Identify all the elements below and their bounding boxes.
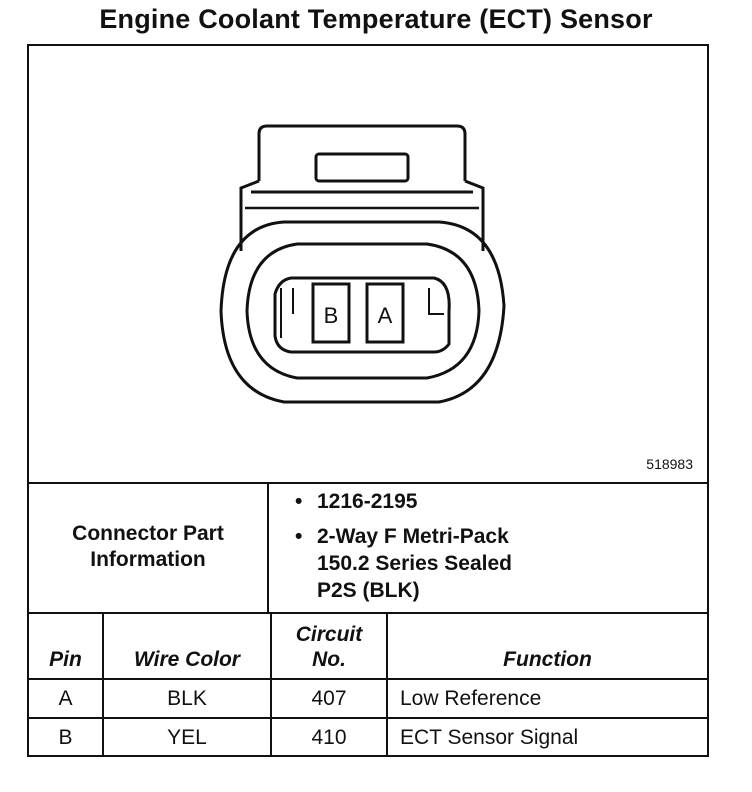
figure-id: 518983 bbox=[646, 456, 693, 472]
table-row: B YEL 410 ECT Sensor Signal bbox=[29, 718, 707, 757]
table-row: A BLK 407 Low Reference bbox=[29, 679, 707, 719]
function-cell: ECT Sensor Signal bbox=[400, 726, 579, 749]
connector-inner-seal bbox=[245, 242, 481, 380]
cavity-b-label: B bbox=[324, 303, 339, 328]
bullet-icon: • bbox=[295, 525, 303, 548]
connector-illustration: B A 518983 bbox=[29, 46, 707, 484]
bullet-icon: • bbox=[295, 490, 303, 513]
connector-part-label: Connector Part Information bbox=[29, 482, 269, 612]
function-cell: Low Reference bbox=[387, 679, 707, 719]
cavity-a bbox=[365, 282, 405, 344]
page-title: Engine Coolant Temperature (ECT) Sensor bbox=[99, 4, 653, 34]
pin-table: Pin Wire Color Circuit No. Function A BL… bbox=[29, 612, 707, 757]
connector-type-item: • 2-Way F Metri-Pack 150.2 Series Sealed… bbox=[287, 523, 687, 604]
circuit-cell: 407 bbox=[271, 679, 388, 719]
column-header-function: Function bbox=[387, 612, 707, 680]
connector-type-line: 150.2 Series Sealed bbox=[317, 552, 512, 575]
connector-type-line: P2S (BLK) bbox=[317, 579, 420, 602]
connector-shoulder bbox=[239, 179, 485, 251]
connector-drawing: B A bbox=[219, 124, 506, 404]
column-header-circuit-line: No. bbox=[312, 648, 346, 671]
connector-latch-housing bbox=[257, 124, 467, 181]
connector-part-label-line: Information bbox=[90, 548, 206, 571]
pin-table-header: Pin Wire Color Circuit No. Function bbox=[29, 612, 707, 680]
circuit-cell: 410 bbox=[271, 718, 388, 757]
connector-type-line: 2-Way F Metri-Pack bbox=[317, 525, 509, 548]
column-header-pin: Pin bbox=[29, 612, 104, 680]
column-header-circuit: Circuit No. bbox=[271, 612, 388, 680]
wire-color-cell: YEL bbox=[103, 718, 272, 757]
wire-color-cell: BLK bbox=[103, 679, 272, 719]
part-number-item: • 1216-2195 bbox=[287, 488, 687, 515]
cavity-a-label: A bbox=[378, 303, 393, 328]
connector-outer-body bbox=[219, 220, 506, 404]
pin-cell: A bbox=[29, 679, 104, 719]
connector-sheet: B A 518983 Connector Part Information • … bbox=[27, 44, 709, 757]
terminal-cavity-frame bbox=[273, 276, 451, 354]
pin-cell: B bbox=[29, 718, 104, 757]
latch-window bbox=[314, 152, 410, 183]
cavity-b bbox=[311, 282, 351, 344]
column-header-circuit-line: Circuit bbox=[295, 623, 363, 646]
column-header-wire-color: Wire Color bbox=[103, 612, 272, 680]
connector-part-details: • 1216-2195 • 2-Way F Metri-Pack 150.2 S… bbox=[287, 488, 687, 604]
connector-part-info-row: Connector Part Information • 1216-2195 •… bbox=[29, 482, 707, 614]
connector-part-label-line: Connector Part bbox=[72, 522, 224, 545]
part-number: 1216-2195 bbox=[317, 490, 418, 513]
